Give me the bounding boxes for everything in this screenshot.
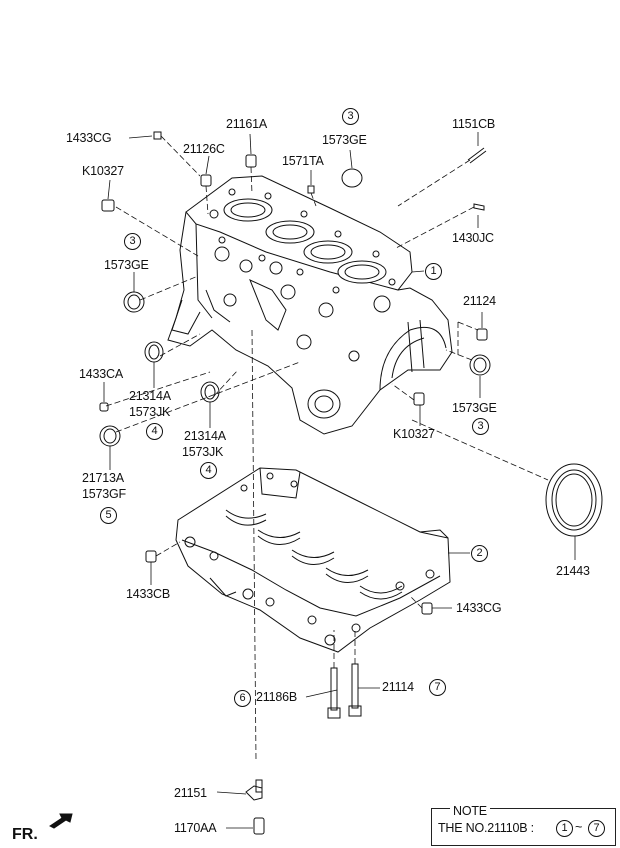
label-1573GF: 1573GF xyxy=(82,487,126,501)
label-1433CA: 1433CA xyxy=(79,367,123,381)
label-1573GE-right: 1573GE xyxy=(452,401,497,415)
label-1433CG-top: 1433CG xyxy=(66,131,112,145)
label-21114: 21114 xyxy=(382,680,414,694)
callout-2: 2 xyxy=(471,545,488,562)
callout-3-top: 3 xyxy=(342,108,359,125)
label-1573GE-left: 1573GE xyxy=(104,258,149,272)
label-21124: 21124 xyxy=(463,294,496,308)
callout-1: 1 xyxy=(425,263,442,280)
front-label: FR. xyxy=(12,826,38,843)
assembly-lines xyxy=(105,135,549,761)
callout-6: 6 xyxy=(234,690,251,707)
label-K10327-right: K10327 xyxy=(393,427,435,441)
note-tilde: ~ xyxy=(575,820,583,834)
bedplate-drawing xyxy=(175,467,451,653)
note-callout-7: 7 xyxy=(588,820,605,837)
note-callout-1: 1 xyxy=(556,820,573,837)
label-1430JC: 1430JC xyxy=(452,231,494,245)
label-K10327-left: K10327 xyxy=(82,164,124,178)
label-1151CB: 1151CB xyxy=(452,117,496,131)
label-1571TA: 1571TA xyxy=(282,154,324,168)
label-leaders xyxy=(103,132,576,829)
label-21151: 21151 xyxy=(174,786,207,800)
label-1433CG-right: 1433CG xyxy=(456,601,502,615)
label-1573GE-top: 1573GE xyxy=(322,133,367,147)
callout-5: 5 xyxy=(100,507,117,524)
front-arrow xyxy=(49,813,73,829)
small-parts-drawing xyxy=(99,131,603,835)
label-1573JK-mid: 1573JK xyxy=(182,445,224,459)
label-21713A: 21713A xyxy=(82,471,124,485)
note-title: NOTE xyxy=(450,804,490,818)
note-box xyxy=(431,808,616,846)
callout-7: 7 xyxy=(429,679,446,696)
callout-3-right: 3 xyxy=(472,418,489,435)
label-21314A-left: 21314A xyxy=(129,389,171,403)
callout-4-mid: 4 xyxy=(200,462,217,479)
label-1433CB: 1433CB xyxy=(126,587,170,601)
label-1573JK-left: 1573JK xyxy=(129,405,171,419)
callout-4-left: 4 xyxy=(146,423,163,440)
callout-3-left: 3 xyxy=(124,233,141,250)
label-21314A-mid: 21314A xyxy=(184,429,226,443)
cylinder-block-drawing xyxy=(167,175,453,435)
label-21161A: 21161A xyxy=(226,117,267,131)
label-21186B: 21186B xyxy=(256,690,297,704)
label-21443: 21443 xyxy=(556,564,590,578)
label-1170AA: 1170AA xyxy=(174,821,217,835)
label-21126C: 21126C xyxy=(183,142,225,156)
note-text: THE NO.21110B : xyxy=(438,821,534,835)
